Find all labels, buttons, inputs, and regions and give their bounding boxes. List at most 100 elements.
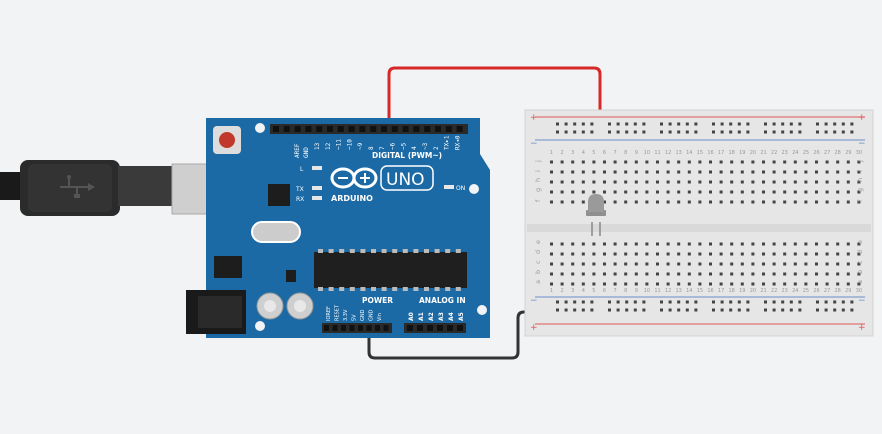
breadboard-hole[interactable] [571,200,575,204]
breadboard-hole[interactable] [764,300,767,304]
breadboard-hole[interactable] [698,160,702,164]
breadboard-hole[interactable] [825,252,829,256]
reset-button-cap[interactable] [219,132,235,148]
breadboard-hole[interactable] [712,130,715,134]
breadboard-hole[interactable] [783,190,787,194]
breadboard-hole[interactable] [625,300,629,304]
header-pin[interactable] [316,126,323,132]
breadboard-holes[interactable] [550,122,861,312]
breadboard-hole[interactable] [793,272,797,276]
breadboard-hole[interactable] [556,122,559,126]
breadboard-hole[interactable] [772,180,776,184]
breadboard-hole[interactable] [645,242,649,246]
breadboard-hole[interactable] [685,122,689,126]
breadboard-hole[interactable] [698,170,702,174]
breadboard-hole[interactable] [815,262,818,266]
breadboard-hole[interactable] [804,262,808,266]
breadboard-hole[interactable] [590,130,594,134]
breadboard-hole[interactable] [815,252,818,256]
breadboard-hole[interactable] [833,130,837,134]
breadboard-hole[interactable] [613,282,617,286]
breadboard-hole[interactable] [633,130,637,134]
breadboard-hole[interactable] [737,122,741,126]
breadboard-hole[interactable] [560,180,564,184]
breadboard-hole[interactable] [857,282,861,286]
header-pin[interactable] [283,126,290,132]
breadboard-hole[interactable] [719,170,723,174]
breadboard-hole[interactable] [841,130,845,134]
breadboard-hole[interactable] [573,130,577,134]
header-pin[interactable] [427,325,433,331]
breadboard-hole[interactable] [720,130,724,134]
breadboard-hole[interactable] [608,300,611,304]
breadboard-hole[interactable] [592,170,596,174]
breadboard-hole[interactable] [550,252,553,256]
breadboard-hole[interactable] [645,262,649,266]
breadboard-hole[interactable] [687,160,691,164]
breadboard-hole[interactable] [687,200,691,204]
breadboard-hole[interactable] [709,190,712,194]
breadboard-hole[interactable] [592,190,596,194]
breadboard-hole[interactable] [740,252,744,256]
breadboard-hole[interactable] [571,190,575,194]
breadboard-hole[interactable] [804,282,808,286]
breadboard-hole[interactable] [590,308,594,312]
breadboard-hole[interactable] [613,160,617,164]
breadboard-hole[interactable] [804,190,808,194]
breadboard-hole[interactable] [793,190,797,194]
breadboard-hole[interactable] [772,242,776,246]
breadboard-hole[interactable] [709,180,712,184]
breadboard-hole[interactable] [798,122,802,126]
breadboard-hole[interactable] [642,130,646,134]
header-pin[interactable] [294,126,301,132]
breadboard-hole[interactable] [764,308,767,312]
breadboard-hole[interactable] [603,180,606,184]
breadboard-hole[interactable] [603,170,606,174]
breadboard-hole[interactable] [816,122,819,126]
breadboard-hole[interactable] [571,160,575,164]
breadboard-hole[interactable] [550,190,553,194]
header-pin[interactable] [417,325,423,331]
breadboard-hole[interactable] [633,122,637,126]
breadboard-hole[interactable] [751,180,755,184]
breadboard-hole[interactable] [825,180,829,184]
breadboard-hole[interactable] [592,282,596,286]
breadboard-hole[interactable] [720,300,724,304]
breadboard-hole[interactable] [550,180,553,184]
breadboard-hole[interactable] [656,200,659,204]
breadboard-hole[interactable] [642,308,646,312]
breadboard-hole[interactable] [846,160,850,164]
breadboard-hole[interactable] [836,272,840,276]
breadboard-hole[interactable] [660,300,663,304]
breadboard-hole[interactable] [783,170,787,174]
breadboard-hole[interactable] [571,170,575,174]
breadboard-hole[interactable] [737,130,741,134]
breadboard-hole[interactable] [685,300,689,304]
breadboard-hole[interactable] [668,300,672,304]
breadboard-hole[interactable] [740,170,744,174]
breadboard-hole[interactable] [740,160,744,164]
header-pin[interactable] [337,126,344,132]
breadboard-hole[interactable] [592,180,596,184]
breadboard-hole[interactable] [762,180,765,184]
breadboard-hole[interactable] [836,282,840,286]
breadboard-hole[interactable] [634,262,638,266]
breadboard-hole[interactable] [712,300,715,304]
breadboard-hole[interactable] [740,180,744,184]
breadboard-hole[interactable] [825,242,829,246]
breadboard-hole[interactable] [560,200,564,204]
breadboard-hole[interactable] [592,160,596,164]
breadboard-hole[interactable] [709,200,712,204]
breadboard-hole[interactable] [836,262,840,266]
breadboard-hole[interactable] [677,180,681,184]
header-pin[interactable] [349,325,355,331]
breadboard-hole[interactable] [564,300,568,304]
header-pin[interactable] [447,325,453,331]
breadboard-hole[interactable] [783,252,787,256]
breadboard-hole[interactable] [730,170,734,174]
breadboard-hole[interactable] [624,252,628,256]
breadboard-hole[interactable] [825,160,829,164]
breadboard-hole[interactable] [846,272,850,276]
breadboard-hole[interactable] [573,308,577,312]
breadboard-hole[interactable] [793,200,797,204]
